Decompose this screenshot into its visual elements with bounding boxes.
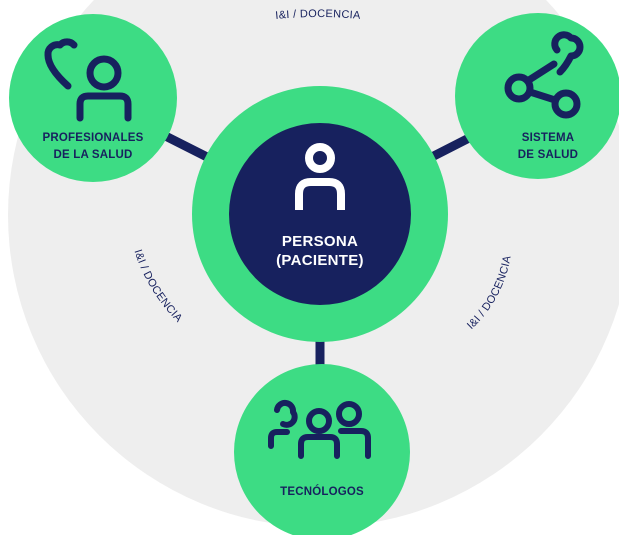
node-technologists: [234, 364, 410, 535]
professionals-label-line1: PROFESIONALES: [42, 132, 143, 144]
ring-label-top: I&I / DOCENCIA: [275, 8, 362, 22]
health-system-label-line1: SISTEMA: [522, 132, 575, 144]
person-icon: [295, 143, 345, 210]
group-icon: [268, 399, 371, 459]
health-system-label-line2: DE SALUD: [518, 149, 578, 161]
professionals-label-line2: DE LA SALUD: [53, 149, 132, 161]
center-label-line1: PERSONA: [282, 233, 358, 250]
center-label-line2: (PACIENTE): [276, 252, 364, 269]
center-core: [229, 123, 411, 305]
network-heart-icon: [504, 31, 584, 119]
technologists-label: TECNÓLOGOS: [280, 485, 364, 498]
caregiver-heart-icon: [44, 38, 132, 122]
